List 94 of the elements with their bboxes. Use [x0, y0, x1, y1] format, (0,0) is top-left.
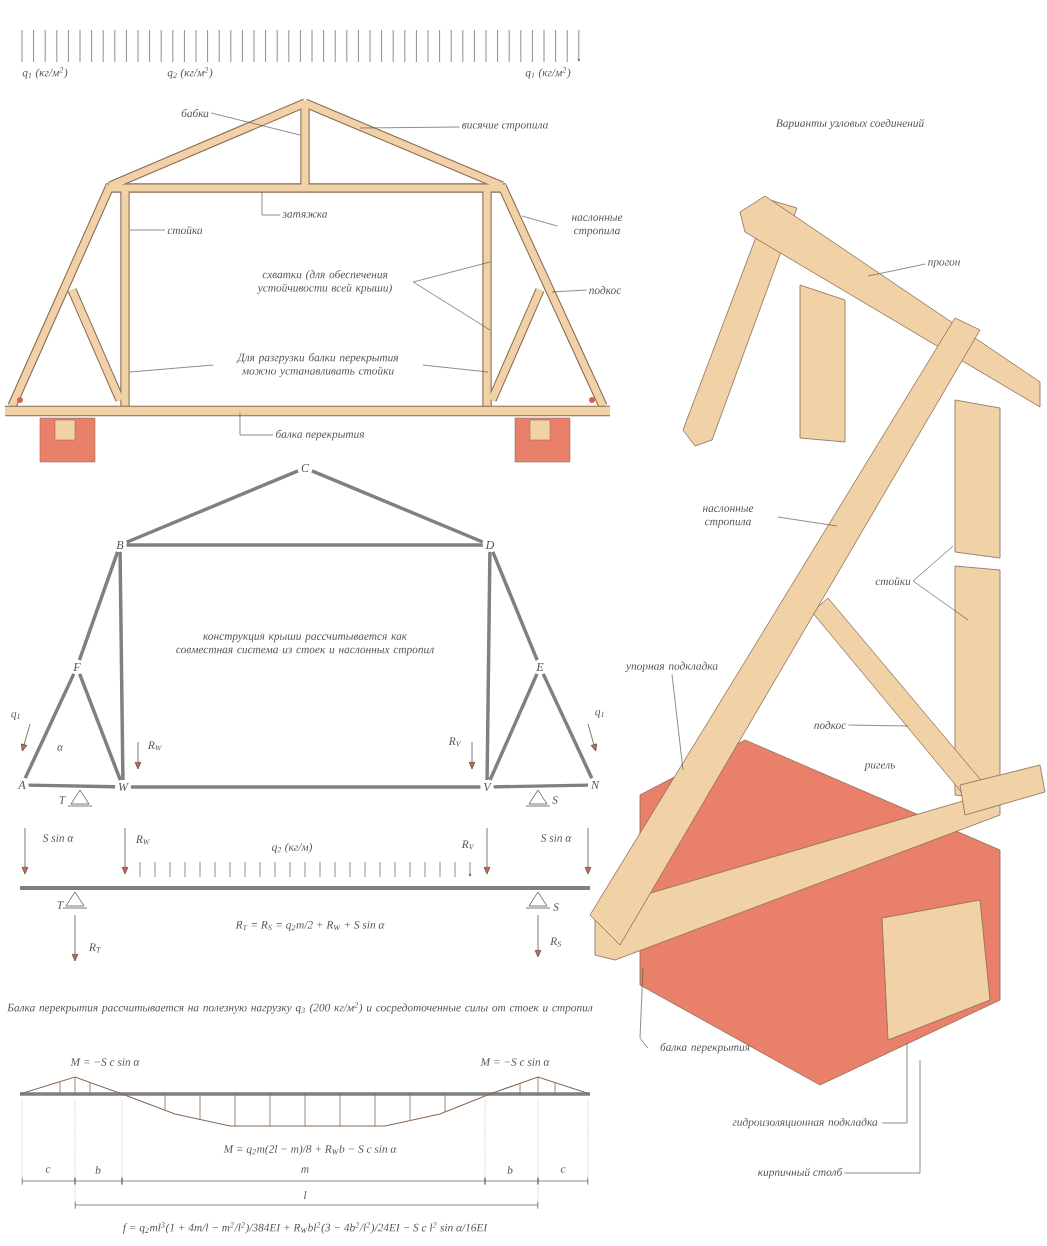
truss-member: [78, 673, 122, 781]
leader-line: [881, 1042, 908, 1124]
leader-line: [129, 364, 214, 373]
load-label: q$_{2}$ (кг/м$^{2}$): [167, 67, 213, 79]
leader-line: [359, 126, 460, 129]
part-label: висячие стропила: [462, 123, 548, 131]
part-label: Для разгрузки балки перекрытия можно устанавливать стойки: [236, 353, 399, 377]
force-label: q$_{1}$: [11, 712, 20, 720]
leader-line: [867, 263, 926, 277]
support-label: S: [553, 903, 559, 911]
part-label: балка перекрытия: [276, 429, 364, 441]
truss-member: [23, 673, 76, 779]
leader-line: [412, 261, 491, 283]
truss-member: [118, 551, 125, 781]
load-label: q$_{1}$ (кг/м$^{2}$): [22, 67, 68, 79]
force-label: R$_{V}$: [461, 840, 475, 850]
leader-line: [551, 289, 587, 293]
truss-member: [491, 551, 539, 661]
truss-member: [493, 783, 589, 789]
leader-line: [239, 412, 274, 436]
force-label: R$_{S}$: [550, 937, 561, 947]
part-label: гидроизоляционная подкладка: [732, 1117, 878, 1129]
force-label: R$_{W}$: [147, 741, 162, 751]
leader-line: [912, 545, 954, 582]
truss-member: [126, 543, 483, 547]
leader-line: [671, 674, 684, 771]
part-label: стойка: [167, 225, 203, 235]
leader-line: [129, 229, 166, 231]
part-label: прогон: [928, 260, 960, 268]
formula-text: f = q$_{2}$ml$^{3}$(1 + 4m/l − m$^{2}$/l$^{2}$)/384EI + R$_{W}$bl$^{2}$(3 − 4b$^{2}$/l$^{2}$)/24EI − S c l$^{2}$ sin α/16EI: [122, 1222, 488, 1234]
part-label: наслонные стропила: [571, 215, 623, 237]
leader-line: [422, 364, 489, 373]
note-text: конструкция крыши рассчитывается как совместная система из стоек и наслонных стропил: [176, 634, 434, 656]
part-label: стойки: [875, 576, 911, 586]
support-label: T: [59, 796, 66, 804]
force-label: q$_{1}$: [595, 710, 604, 718]
leader-line: [777, 516, 838, 527]
dimension-label: c: [560, 1167, 566, 1173]
support-label: S: [552, 796, 558, 804]
dimension-label: c: [45, 1167, 51, 1173]
moment-label: M = −S c sin α: [480, 1058, 550, 1066]
part-label: подкос: [814, 721, 847, 729]
dimension-label: l: [304, 1191, 307, 1199]
part-label: наслонные стропила: [702, 506, 754, 528]
joint-label: A: [17, 781, 26, 789]
load-label: q$_{1}$ (кг/м$^{2}$): [525, 67, 571, 79]
force-label: S sin α: [540, 834, 572, 842]
moment-label: M = −S c sin α: [70, 1058, 140, 1066]
joint-label: C: [301, 464, 310, 473]
joint-label: N: [590, 781, 600, 789]
leader-line: [412, 281, 491, 331]
truss-member: [485, 551, 492, 781]
joint-label: W: [118, 783, 129, 792]
part-label: ригель: [864, 763, 895, 771]
joint-label: V: [483, 783, 492, 792]
leader-line: [521, 215, 558, 227]
angle-label: α: [57, 745, 64, 751]
part-label: балка перекрытия: [660, 1042, 750, 1054]
section-title: Варианты узловых соединений: [775, 118, 925, 130]
leader-line: [261, 191, 281, 216]
formula-text: R$_{T}$ = R$_{S}$ = q$_{2}$m/2 + R$_{W}$ + S sin α: [235, 921, 385, 931]
part-label: подкос: [589, 286, 622, 294]
dimension-label: m: [301, 1167, 309, 1173]
dimension-label: b: [507, 1166, 513, 1174]
truss-member: [311, 469, 484, 544]
joint-label: D: [485, 541, 495, 549]
force-label: S sin α: [42, 834, 74, 842]
truss-member: [77, 551, 120, 661]
formula-text: M = q$_{2}$m(2l − m)/8 + R$_{W}$b − S c sin α: [223, 1144, 397, 1156]
joint-label: F: [73, 663, 81, 671]
leader-line: [912, 580, 969, 621]
force-label: R$_{W}$: [135, 835, 150, 845]
part-label: бабка: [181, 108, 209, 118]
truss-member: [130, 785, 481, 789]
joint-label: B: [116, 541, 124, 549]
force-label: R$_{V}$: [448, 737, 462, 747]
part-label: затяжка: [282, 212, 328, 218]
force-label: R$_{T}$: [88, 943, 101, 953]
caption-text: Балка перекрытия рассчитывается на полезную нагрузку q$_{3}$ (200 кг/м$^{2}$) и сосредоточенные силы от стоек и стропил: [7, 1002, 593, 1014]
truss-member: [28, 783, 116, 789]
part-label: схватки (для обеспечения устойчивости всей крыши): [256, 270, 392, 294]
leader-line: [848, 724, 909, 727]
leader-line: [210, 112, 301, 136]
truss-member: [125, 469, 299, 544]
part-label: кирпичный столб: [758, 1167, 843, 1179]
leader-line: [844, 1059, 921, 1174]
truss-member: [488, 673, 539, 781]
support-label: T: [57, 901, 64, 909]
part-label: упорная подкладка: [625, 661, 718, 673]
dimension-label: b: [95, 1166, 101, 1174]
load-label: q$_{2}$ (кг/м): [272, 842, 313, 854]
leader-line: [639, 967, 649, 1049]
joint-label: E: [536, 663, 544, 671]
truss-member: [541, 673, 594, 779]
